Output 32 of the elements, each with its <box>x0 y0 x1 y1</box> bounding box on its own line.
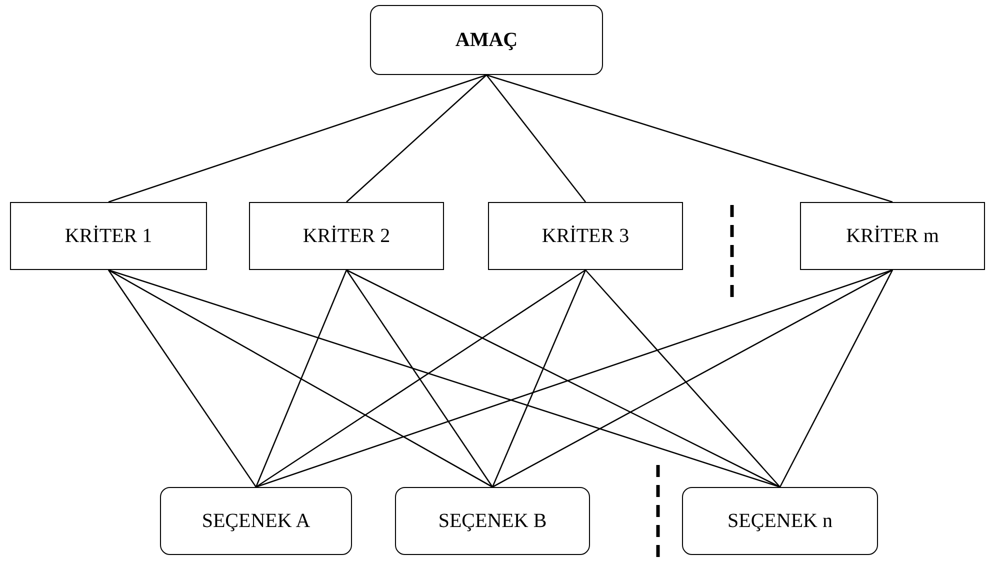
connector-line <box>108 269 780 488</box>
node-label: SEÇENEK B <box>438 510 547 532</box>
node-label: KRİTER 2 <box>302 224 390 248</box>
connector-line <box>256 269 586 488</box>
connector-line <box>486 74 586 202</box>
connector-line <box>585 270 780 488</box>
connector-line <box>108 270 257 488</box>
connector-line <box>779 270 894 488</box>
rounded-box <box>682 487 878 555</box>
connector-line <box>108 269 493 488</box>
criterion-box <box>10 202 207 270</box>
node-label: KRİTER 1 <box>64 224 152 248</box>
connector-line <box>346 270 494 488</box>
node-label: KRİTER 3 <box>542 224 630 248</box>
node-label: KRİTER m <box>846 224 939 248</box>
connector-line <box>255 270 348 488</box>
connector-line <box>108 74 487 203</box>
connector-line <box>486 74 893 203</box>
connector-line <box>492 270 586 488</box>
node-label: SEÇENEK A <box>202 510 310 532</box>
rounded-box <box>160 487 352 555</box>
connector-line <box>492 269 893 488</box>
connector-line <box>346 269 780 488</box>
node-label: AMAÇ <box>455 28 518 52</box>
connector-line <box>346 74 487 202</box>
criterion-box <box>800 202 985 270</box>
node-label: SEÇENEK n <box>728 510 832 532</box>
criterion-box <box>488 202 683 270</box>
criterion-box <box>249 202 444 270</box>
connector-line <box>256 269 893 488</box>
rounded-box <box>370 5 603 75</box>
rounded-box <box>395 487 590 555</box>
